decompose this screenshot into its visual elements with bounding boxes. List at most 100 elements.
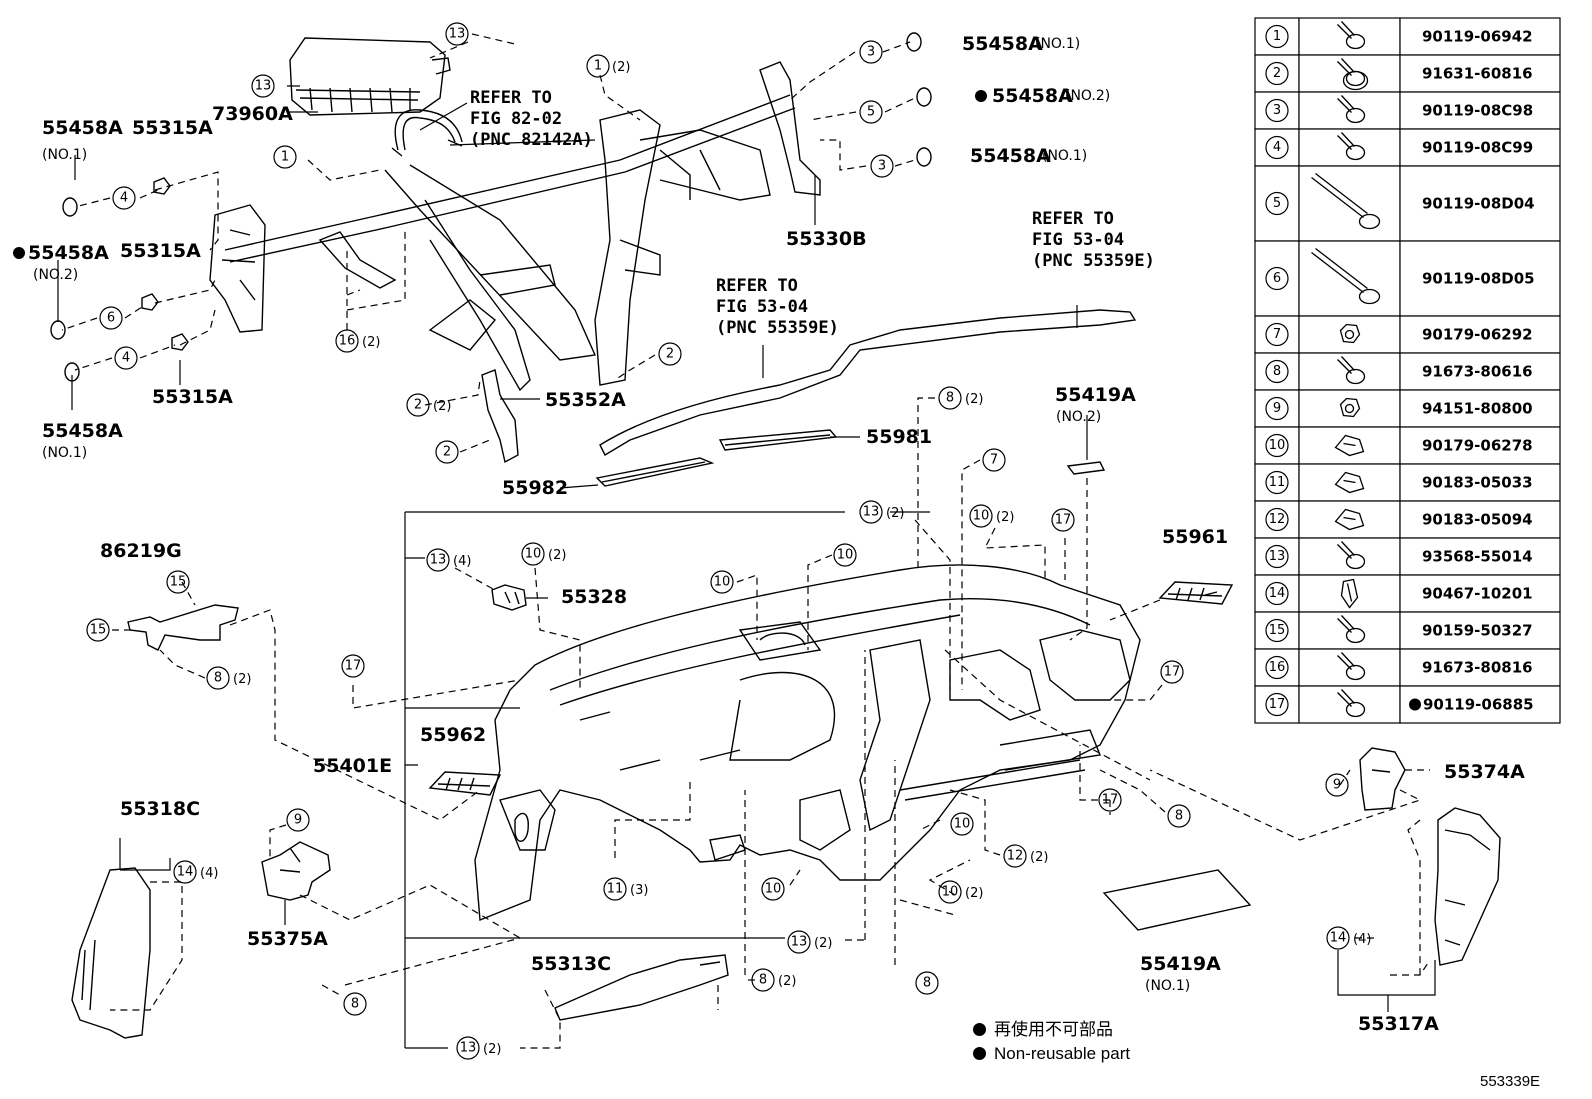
grommet-icon <box>50 320 66 340</box>
svg-text:1: 1 <box>281 150 289 165</box>
svg-text:2: 2 <box>414 398 422 413</box>
bolt-washer-icon <box>1337 58 1369 91</box>
fastener-part-number: 94151-80800 <box>1422 400 1533 418</box>
non-reusable-dot-icon <box>1409 698 1421 711</box>
svg-text:(2): (2) <box>362 335 380 350</box>
nut-icon <box>141 293 159 311</box>
callout-12: 12(2) <box>1003 844 1048 868</box>
part-note: (NO.2) <box>1056 409 1101 425</box>
callout-8: 8 <box>343 992 367 1016</box>
non-reusable-dot-icon <box>975 90 987 102</box>
fastener-number: 11 <box>1269 475 1286 490</box>
long-bolt-icon <box>1311 172 1381 230</box>
svg-text:11: 11 <box>607 882 624 897</box>
svg-text:2: 2 <box>666 347 674 362</box>
svg-text:(4): (4) <box>200 866 218 881</box>
callout-3: 3 <box>870 154 894 178</box>
nut-icon <box>1339 323 1361 344</box>
callout-2: 2 (2) <box>406 393 451 417</box>
part-label-55458a: 55458A <box>42 117 123 139</box>
part-note: (NO.1) <box>1035 36 1080 52</box>
callout-10: 10 <box>710 570 734 594</box>
part-note: (NO.1) <box>1145 978 1190 994</box>
figure-code: 553339E <box>1480 1073 1541 1090</box>
refer-note-line: REFER TO <box>1032 209 1114 229</box>
refer-note-line: (PNC 55359E) <box>1032 251 1155 271</box>
part-label-55315a: 55315A <box>152 386 233 408</box>
svg-text:12: 12 <box>1007 849 1024 864</box>
part-label-55330b: 55330B <box>786 228 867 250</box>
callout-15: 15 <box>166 570 190 594</box>
fastener-number-circle <box>1265 135 1289 160</box>
fastener-part-number: 90467-10201 <box>1422 585 1533 603</box>
svg-text:2: 2 <box>443 445 451 460</box>
svg-text:8: 8 <box>351 997 359 1012</box>
fastener-number: 7 <box>1273 327 1281 342</box>
brace-55352a <box>481 369 519 464</box>
part-label-55419a: 55419A <box>1140 953 1221 975</box>
fastener-number-circle <box>1265 692 1289 717</box>
svg-text:10: 10 <box>837 548 854 563</box>
non-reusable-dot-icon <box>13 247 25 259</box>
part-label-55458a: 55458A <box>962 33 1043 55</box>
fastener-number-circle <box>1265 266 1289 291</box>
part-label-55458a: 55458A <box>42 420 123 442</box>
fastener-number: 1 <box>1273 29 1281 44</box>
svg-text:(2): (2) <box>433 399 451 414</box>
legend-japanese-label: 再使用不可部品 <box>994 1020 1113 1039</box>
fastener-part-number: 91631-60816 <box>1422 65 1533 83</box>
callout-4: 4 <box>112 186 136 210</box>
fastener-part-number: 91673-80816 <box>1422 659 1533 677</box>
fastener-number-circle <box>1265 24 1289 49</box>
refer-note-line: FIG 53-04 <box>1032 230 1124 250</box>
svg-text:10: 10 <box>973 509 990 524</box>
svg-text:(2): (2) <box>483 1042 501 1057</box>
fastener-number-circle <box>1265 98 1289 123</box>
fastener-number-circle <box>1265 618 1289 643</box>
non-reusable-dot-icon <box>973 1047 986 1060</box>
svg-text:8: 8 <box>214 671 222 686</box>
svg-text:(4): (4) <box>1353 932 1371 947</box>
callout-7: 7 <box>982 448 1006 472</box>
side-cover-55317a <box>1434 807 1501 966</box>
bracket-55374a <box>1359 747 1406 811</box>
nut-icon <box>153 177 171 195</box>
fastener-part-number: 90119-08C99 <box>1422 139 1533 157</box>
callout-4: 4 <box>114 346 138 370</box>
bolt-icon <box>1337 356 1366 385</box>
fastener-number-circle <box>1265 470 1289 495</box>
callout-17: 17 <box>1160 660 1184 684</box>
fastener-number-circle <box>1265 191 1289 216</box>
legend-row: Non-reusable part <box>973 1042 1130 1066</box>
svg-text:14: 14 <box>177 865 194 880</box>
pad-55419a-no1 <box>1102 869 1252 931</box>
svg-text:(4): (4) <box>453 554 471 569</box>
bracket-86219g <box>127 604 239 651</box>
fastener-part-number: 90119-06885 <box>1423 696 1534 714</box>
part-label-55352a: 55352A <box>545 389 626 411</box>
nut-icon <box>1339 397 1361 418</box>
callout-14: 14 (4) <box>173 860 218 884</box>
callout-10: 10 <box>761 877 785 901</box>
svg-text:13: 13 <box>460 1041 477 1056</box>
fastener-part-number: 90159-50327 <box>1422 622 1533 640</box>
pad-55419a-no2 <box>1066 461 1106 475</box>
fastener-number-circle <box>1265 544 1289 569</box>
svg-text:(2): (2) <box>548 548 566 563</box>
svg-text:(2): (2) <box>965 886 983 901</box>
clip-nut-icon <box>1334 434 1365 457</box>
svg-text:15: 15 <box>90 623 107 638</box>
fastener-number: 12 <box>1269 512 1286 527</box>
callout-8: 8 <box>915 971 939 995</box>
svg-text:17: 17 <box>1164 665 1181 680</box>
